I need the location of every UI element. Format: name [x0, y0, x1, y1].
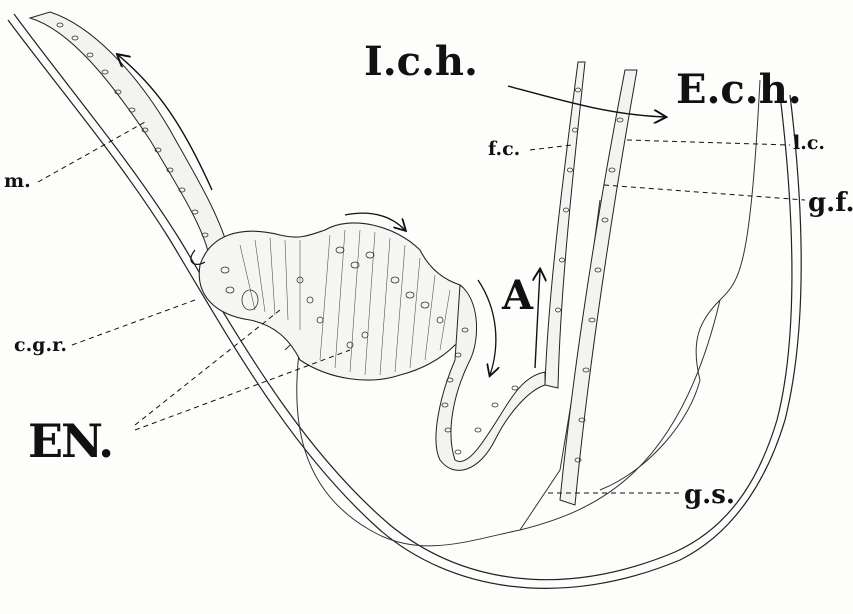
- label-exhalant-chamber: E.c.h.: [676, 70, 802, 110]
- label-inhalant-chamber: I.c.h.: [364, 42, 478, 82]
- flow-arrow-across-filament: [508, 86, 665, 117]
- frontal-cilia-strip: [545, 62, 585, 388]
- flow-arrow-right-ridge: [478, 280, 496, 375]
- label-gf: g.f.: [808, 190, 853, 216]
- label-a: A: [502, 276, 533, 316]
- cell-dots-band-left: [57, 23, 208, 237]
- label-gs: g.s.: [684, 482, 735, 508]
- gonad-sac-line-2: [600, 300, 720, 490]
- epithelium-band-left: [30, 12, 230, 260]
- label-m: m.: [4, 172, 31, 191]
- label-cgr: c.g.r.: [14, 336, 67, 355]
- label-lc: l.c.: [793, 134, 825, 153]
- flow-arrow-a: [535, 270, 540, 368]
- label-en: EN.: [28, 418, 112, 464]
- label-fc: f.c.: [488, 140, 520, 159]
